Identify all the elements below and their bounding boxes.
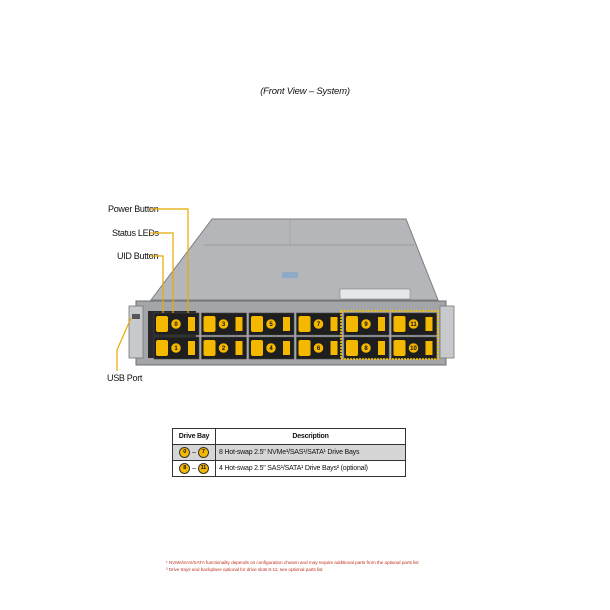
drive-tray-handle (378, 317, 385, 331)
drive-tray-latch (298, 340, 311, 356)
drive-tray-latch (346, 316, 358, 332)
drive-tray-latch (203, 340, 216, 356)
drive-tray: 8 (343, 336, 390, 360)
bay-description: 4 Hot-swap 2.5" SAS¹/SATA¹ Drive Bays² (… (215, 460, 406, 477)
drive-tray-handle (330, 317, 338, 331)
drive-tray: 3 (201, 312, 247, 336)
drive-bay-number: 8 (364, 346, 368, 352)
drive-bay-number: 2 (222, 346, 226, 352)
chassis-top (149, 218, 439, 301)
drive-tray-handle (330, 341, 338, 355)
bay-chip-end: 11 (197, 463, 209, 474)
drive-tray: 9 (343, 312, 390, 336)
drive-bay-number: 9 (364, 322, 368, 328)
drive-tray: 10 (391, 336, 437, 360)
optional-bays-highlight (340, 310, 439, 360)
drive-bay-number-badge (218, 342, 229, 354)
drive-tray-latch (156, 340, 168, 356)
drive-tray-handle (235, 317, 243, 331)
left-rack-ear (128, 305, 144, 359)
drive-tray-latch (393, 340, 406, 356)
drive-bay-number-badge (265, 342, 277, 354)
drive-bay-number: 4 (269, 346, 273, 352)
range-dash: – (192, 465, 196, 472)
drive-tray: 1 (153, 336, 200, 360)
usb-port (132, 314, 140, 319)
callout-line-uid-button (150, 255, 164, 313)
drive-bay-number: 3 (222, 322, 226, 328)
drive-tray-latch (251, 316, 263, 332)
callout-status-leds: Status LEDs (112, 228, 159, 238)
drive-tray-latch (393, 316, 406, 332)
drive-bay-number: 0 (174, 322, 178, 328)
drive-tray-handle (425, 317, 433, 331)
drive-bay-number: 7 (317, 322, 321, 328)
drive-tray-handle (188, 341, 195, 355)
drive-tray: 2 (201, 336, 247, 360)
drive-bay-number: 1 (174, 346, 178, 352)
drive-bay-number-badge (313, 318, 324, 330)
callout-uid-button: UID Button (117, 251, 159, 261)
drive-bay-number: 6 (317, 346, 321, 352)
drive-tray-handle (283, 341, 290, 355)
drive-bay-number-badge (408, 342, 419, 354)
callout-power-button: Power Button (108, 204, 159, 214)
drive-tray: 7 (296, 312, 342, 336)
table-row: 0–7 8 Hot-swap 2.5" NVMe¹/SAS¹/SATA¹ Dri… (172, 444, 406, 461)
range-dash: – (192, 449, 196, 456)
footnote-1: ¹ NVMe/SAS/SATA functionality depends on… (166, 561, 419, 566)
drive-bay-table: Drive Bay Description 0–7 8 Hot-swap 2.5… (172, 428, 406, 477)
bay-description: 8 Hot-swap 2.5" NVMe¹/SAS¹/SATA¹ Drive B… (215, 444, 406, 461)
drive-bay-number: 10 (410, 346, 417, 352)
table-row: 8–11 4 Hot-swap 2.5" SAS¹/SATA¹ Drive Ba… (172, 460, 406, 477)
drive-tray-latch (298, 316, 311, 332)
drive-bay-number: 5 (269, 322, 273, 328)
drive-tray-latch (251, 340, 263, 356)
bay-chip-start: 0 (179, 447, 191, 458)
drive-tray-latch (203, 316, 216, 332)
table-header-row: Drive Bay Description (172, 428, 406, 445)
bay-range-cell: 0–7 (172, 444, 216, 461)
drive-bay-number: 11 (410, 322, 417, 328)
bay-range-cell: 8–11 (172, 460, 216, 477)
drive-tray-handle (235, 341, 243, 355)
drive-tray: 6 (296, 336, 342, 360)
header-description: Description (215, 428, 406, 445)
drive-tray-latch (346, 340, 358, 356)
header-drive-bay: Drive Bay (172, 428, 216, 445)
callout-line-power-button (150, 208, 189, 313)
drive-bay-number-badge (360, 342, 372, 354)
right-rack-ear (439, 305, 455, 359)
drive-tray-handle (425, 341, 433, 355)
callout-line-status-leds (150, 232, 174, 313)
drive-bay-number-badge (360, 318, 372, 330)
drive-tray: 11 (391, 312, 437, 336)
figure-caption: (Front View – System) (260, 86, 350, 97)
bay-chip-start: 8 (179, 463, 191, 474)
drive-bay-number-badge (313, 342, 324, 354)
drive-tray-latch (156, 316, 168, 332)
drive-tray-handle (378, 341, 385, 355)
drive-bay-number-badge (408, 318, 419, 330)
drive-tray-handle (283, 317, 290, 331)
drive-bay-number-badge (265, 318, 277, 330)
drive-tray: 0 (153, 312, 200, 336)
chassis-top-latch (282, 272, 298, 278)
callout-line-usb-port (116, 317, 132, 371)
drive-tray: 5 (248, 312, 295, 336)
footnotes: ¹ NVMe/SAS/SATA functionality depends on… (166, 560, 419, 574)
footnote-2: ² Drive trays and backplane optional for… (166, 568, 323, 573)
drive-bay-number-badge (170, 318, 182, 330)
drive-bay-number-badge (170, 342, 182, 354)
callout-usb-port: USB Port (107, 373, 143, 383)
chassis-top-label-plate (339, 288, 411, 300)
drive-bay-number-badge (218, 318, 229, 330)
drive-tray-handle (188, 317, 195, 331)
drive-tray: 4 (248, 336, 295, 360)
bay-chip-end: 7 (197, 447, 209, 458)
